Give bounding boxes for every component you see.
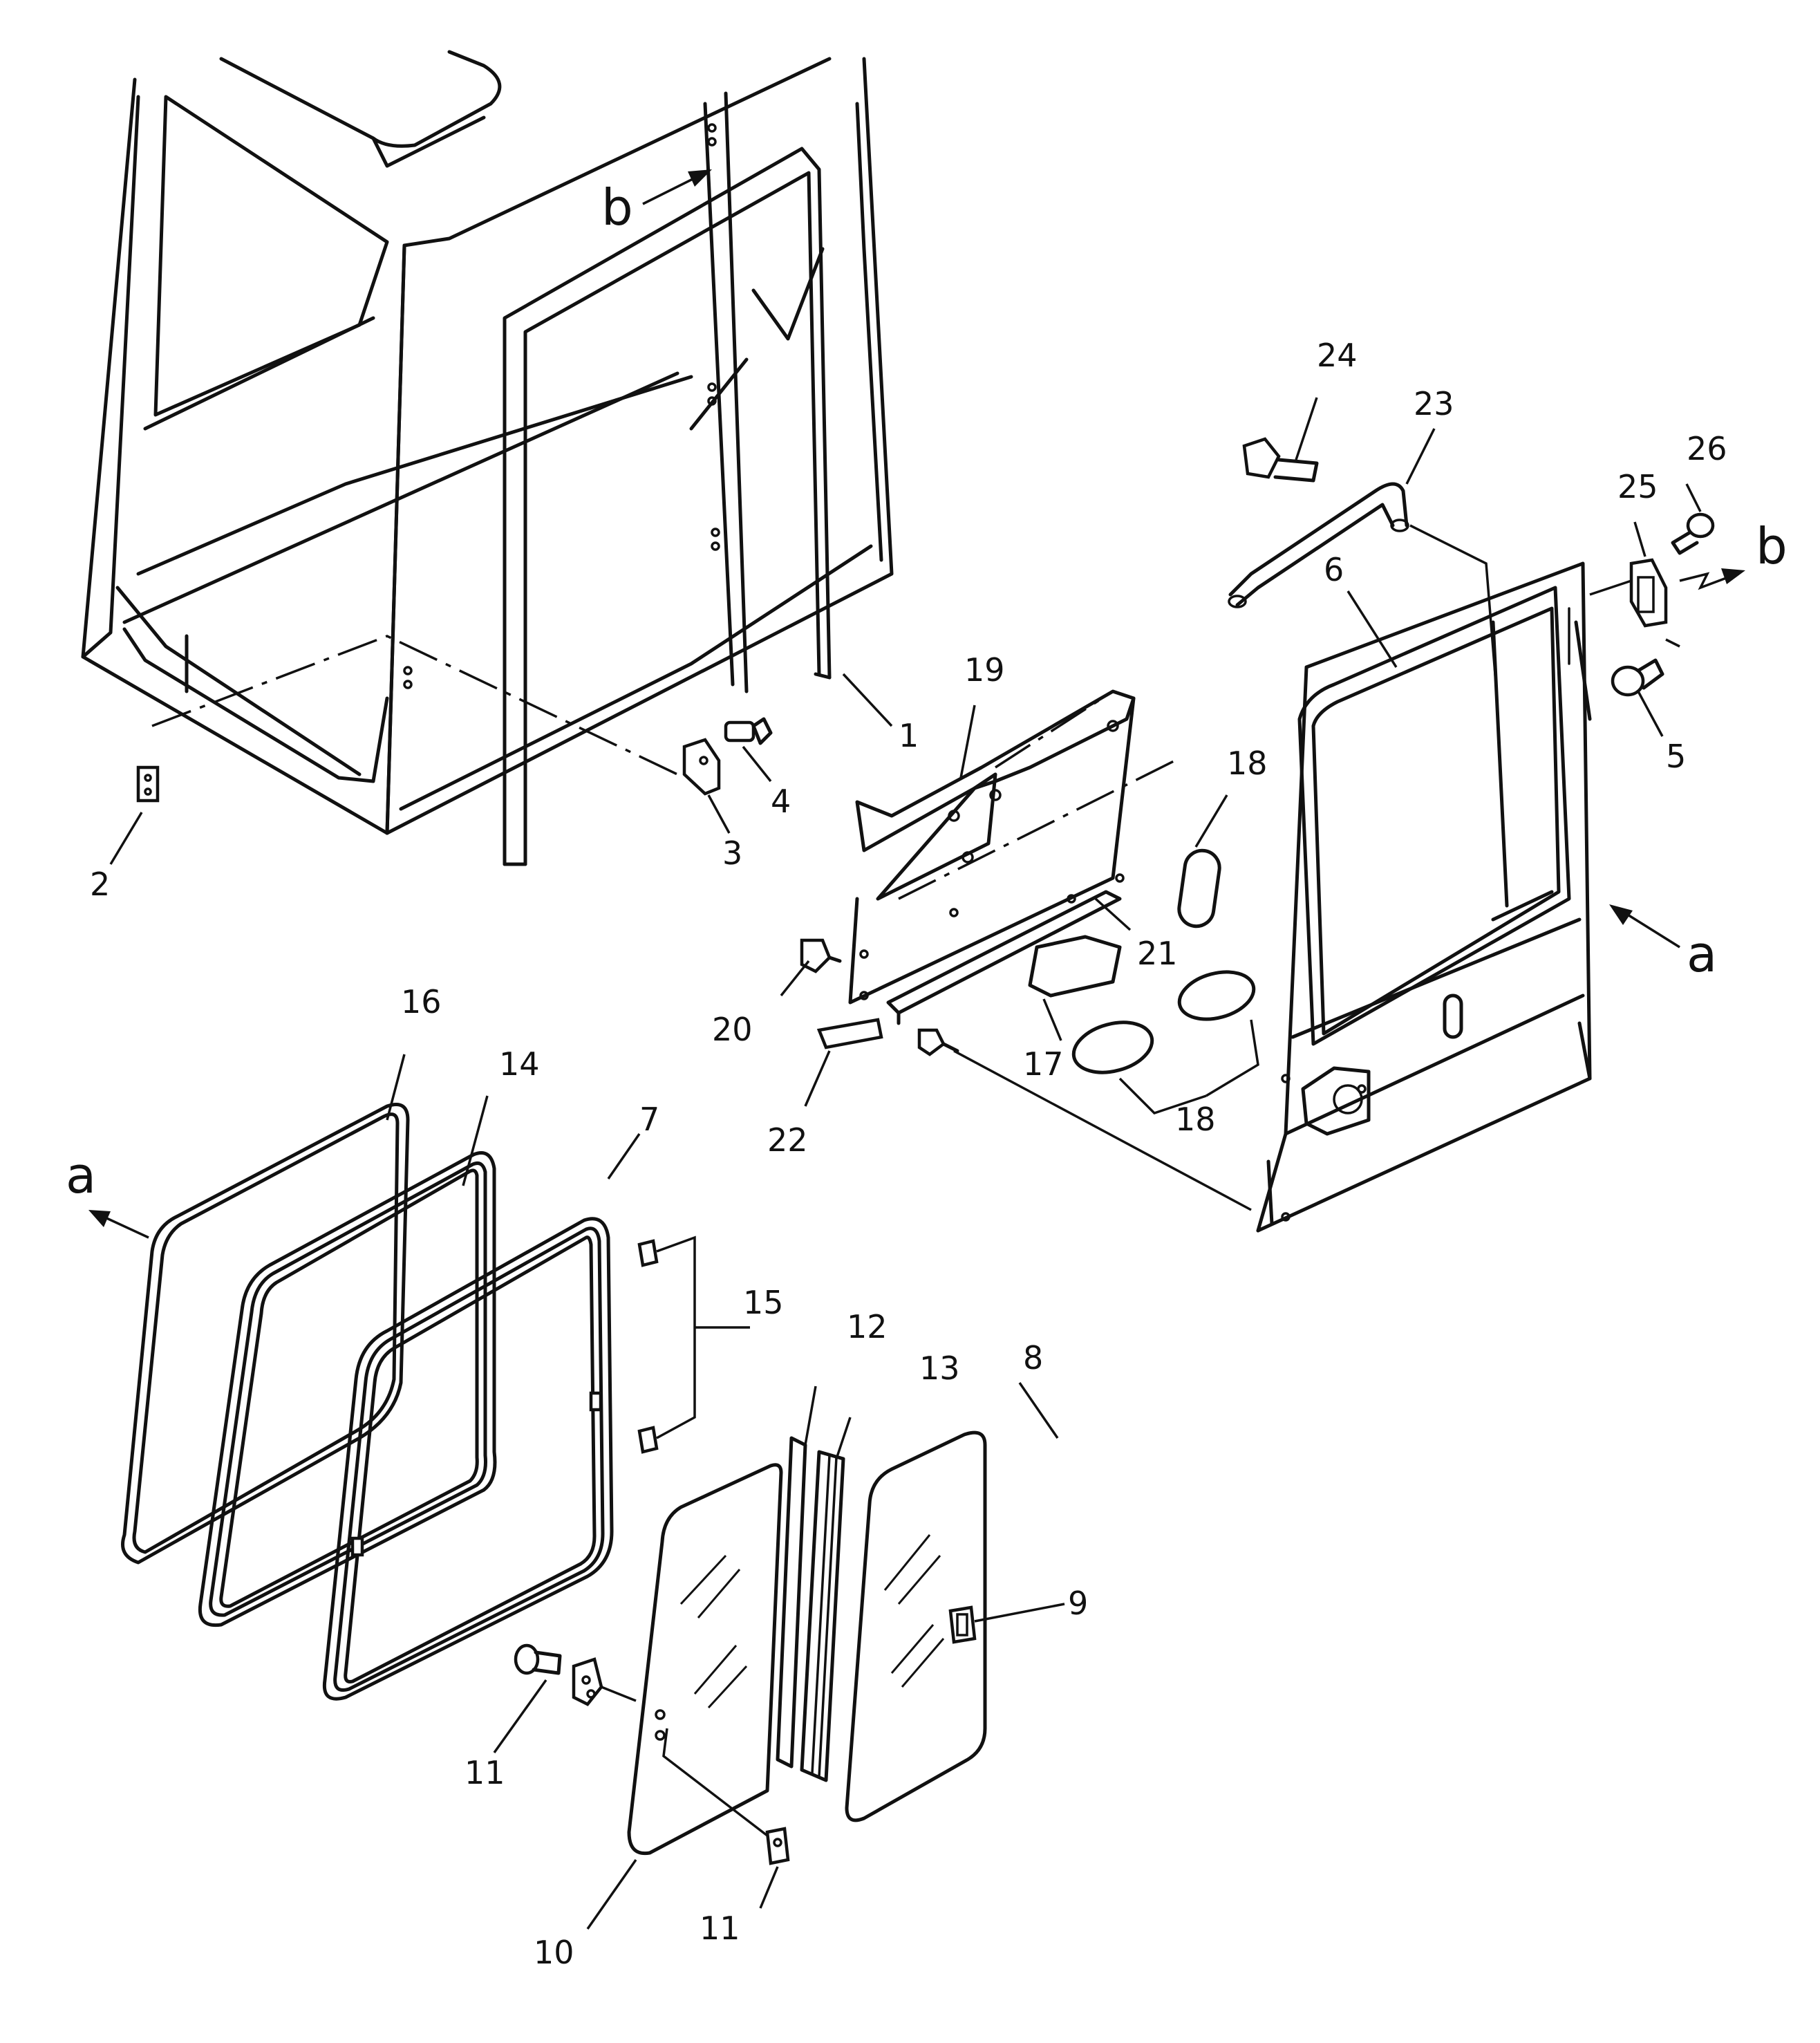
view-marker-labels: b b a a: [66, 178, 1788, 1204]
callout-16: 16: [401, 983, 442, 1020]
view-marker-b-right: b: [1756, 517, 1788, 575]
callout-6: 6: [1324, 551, 1344, 588]
callout-1: 1: [899, 717, 919, 754]
part-24-bolt: [1242, 437, 1319, 483]
part-2-plate: [136, 765, 160, 803]
view-arrow-b-right: [1679, 568, 1745, 590]
part-11-bolt: [514, 1643, 562, 1675]
callout-4: 4: [771, 783, 791, 820]
view-marker-b-top: b: [601, 178, 633, 236]
part-11-hinge-plate: [572, 1657, 603, 1706]
callout-18b: 18: [1175, 1101, 1216, 1138]
callout-15: 15: [743, 1284, 784, 1321]
part-26-bolt: [1671, 512, 1715, 555]
part-20-clip-b: [917, 1028, 959, 1056]
callout-12: 12: [847, 1308, 888, 1345]
callout-17: 17: [1023, 1045, 1064, 1083]
callout-26: 26: [1687, 430, 1727, 467]
part-18-pad-c: [1071, 1020, 1154, 1074]
part-22-block: [816, 1018, 883, 1050]
part-15-clips: [637, 1235, 750, 1454]
part-11-lower-plate: [765, 1827, 790, 1865]
part-21-strip: [886, 890, 1122, 1025]
callout-7: 7: [639, 1101, 659, 1138]
view-marker-a-right: a: [1687, 925, 1717, 983]
assembly-lines: [898, 524, 1680, 1211]
part-7-frame: [322, 1217, 614, 1701]
assembly-line-11b: [662, 1728, 769, 1837]
part-18-pad-b: [1177, 970, 1256, 1021]
callout-23: 23: [1414, 385, 1454, 422]
callout-24: 24: [1317, 337, 1358, 374]
part-16-seal: [121, 1103, 410, 1565]
assembly-line-11: [601, 1686, 637, 1702]
part-18-pad-a: [1177, 848, 1221, 929]
part-10-glass-lower: [627, 1463, 783, 1856]
door-assembly: [1256, 561, 1592, 1233]
callout-5: 5: [1666, 738, 1686, 775]
callout-21: 21: [1137, 935, 1178, 972]
part-25-hinge: [1629, 558, 1668, 628]
callout-2: 2: [90, 866, 110, 903]
callout-11a: 11: [465, 1754, 505, 1791]
part-3-bracket: [682, 738, 721, 796]
callout-20: 20: [712, 1011, 753, 1048]
part-13-channel: [800, 1450, 845, 1782]
view-arrow-b-top: [642, 169, 712, 205]
inner-trim-panel: [848, 689, 1136, 1005]
part-20-clip-a: [800, 938, 842, 973]
callout-14: 14: [499, 1045, 540, 1083]
view-arrow-a-left: [88, 1210, 149, 1239]
callout-9: 9: [1068, 1585, 1088, 1622]
part-5-bolt: [1611, 658, 1664, 697]
callout-18a: 18: [1227, 745, 1268, 782]
cab-frame: [81, 50, 894, 835]
callout-11b: 11: [700, 1910, 740, 1947]
part-17-pad: [1028, 935, 1122, 998]
part-14-seal: [198, 1151, 497, 1627]
callout-22: 22: [767, 1121, 808, 1159]
view-arrow-a-right: [1609, 904, 1680, 949]
leader-lines: [109, 397, 1702, 1930]
part-8-glass-upper: [845, 1430, 987, 1822]
callout-10: 10: [534, 1934, 574, 1971]
part-4-bolt: [724, 717, 773, 745]
part-23-handle: [1228, 482, 1409, 608]
callout-labels: 1 2 3 4 5 6 7 8 9 10 11 11 12 13 14 15 1…: [90, 337, 1727, 1971]
view-marker-a-left: a: [66, 1146, 96, 1204]
part-9-latch: [948, 1605, 977, 1644]
callout-13: 13: [919, 1350, 960, 1387]
callout-3: 3: [722, 834, 742, 872]
door-seal-frame: [503, 147, 832, 866]
callout-25: 25: [1617, 468, 1658, 505]
callout-19: 19: [964, 651, 1005, 689]
callout-8: 8: [1023, 1339, 1043, 1377]
